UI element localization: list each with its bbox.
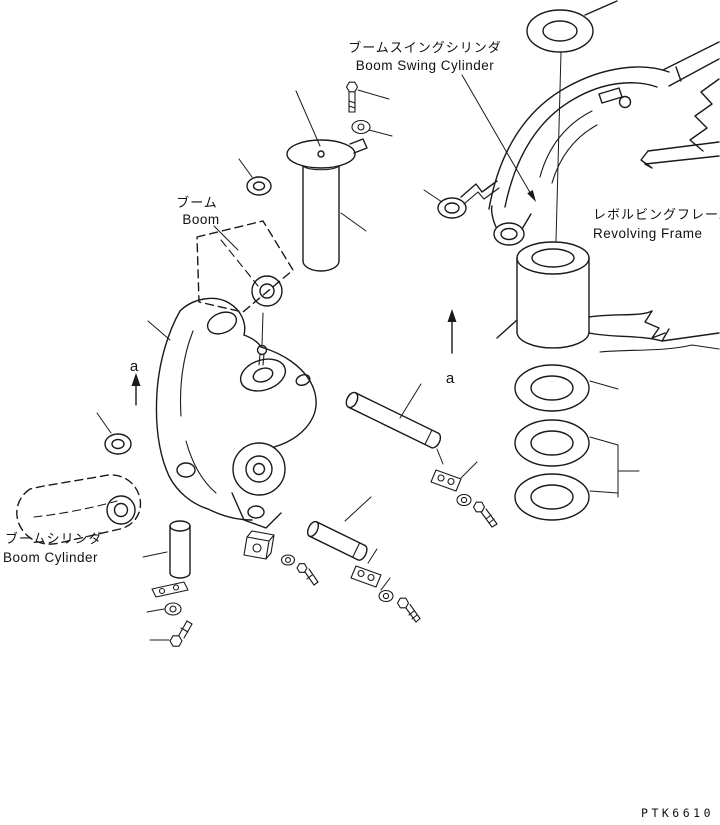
center-keeper-block xyxy=(243,530,319,586)
boom-swing-cylinder-label-jp: ブームスイングシリンダ xyxy=(348,40,502,55)
cap-bolt-and-washer xyxy=(345,81,393,137)
view-arrow-right-label: a xyxy=(446,370,455,387)
boom-swing-cylinder-part xyxy=(286,90,368,272)
revolving-frame-label-jp: レボルビングフレーム xyxy=(593,207,720,222)
view-arrow-left-label: a xyxy=(130,358,139,375)
view-arrow-right: a xyxy=(446,309,457,387)
boom-cylinder-label-en: Boom Cylinder xyxy=(3,550,98,565)
shim-ring-stack xyxy=(514,364,640,521)
left-collar-fasteners xyxy=(142,520,193,647)
boom-label-en: Boom xyxy=(182,212,219,227)
revolving-frame-label-en: Revolving Frame xyxy=(593,226,703,241)
lower-pin xyxy=(306,496,372,561)
boom-cylinder-label-jp: ブームシリンダ xyxy=(5,531,103,546)
boom-cylinder-phantom xyxy=(16,412,142,545)
upper-pin-fasteners xyxy=(430,461,498,528)
drawing-number: PTK6610 xyxy=(641,806,714,820)
frame-boss-cylinder xyxy=(496,241,720,353)
boom-label-jp: ブーム xyxy=(176,195,218,210)
lower-pin-fasteners xyxy=(350,548,421,623)
upper-pin xyxy=(345,383,444,465)
boom-phantom xyxy=(196,158,294,313)
view-arrow-left: a xyxy=(130,358,141,406)
frame-clip-washer xyxy=(423,189,467,219)
top-washer-ring xyxy=(526,0,618,242)
swing-bracket xyxy=(147,297,317,529)
boom-swing-cylinder-leader xyxy=(461,74,536,202)
boom-swing-cylinder-label-en: Boom Swing Cylinder xyxy=(356,58,495,73)
